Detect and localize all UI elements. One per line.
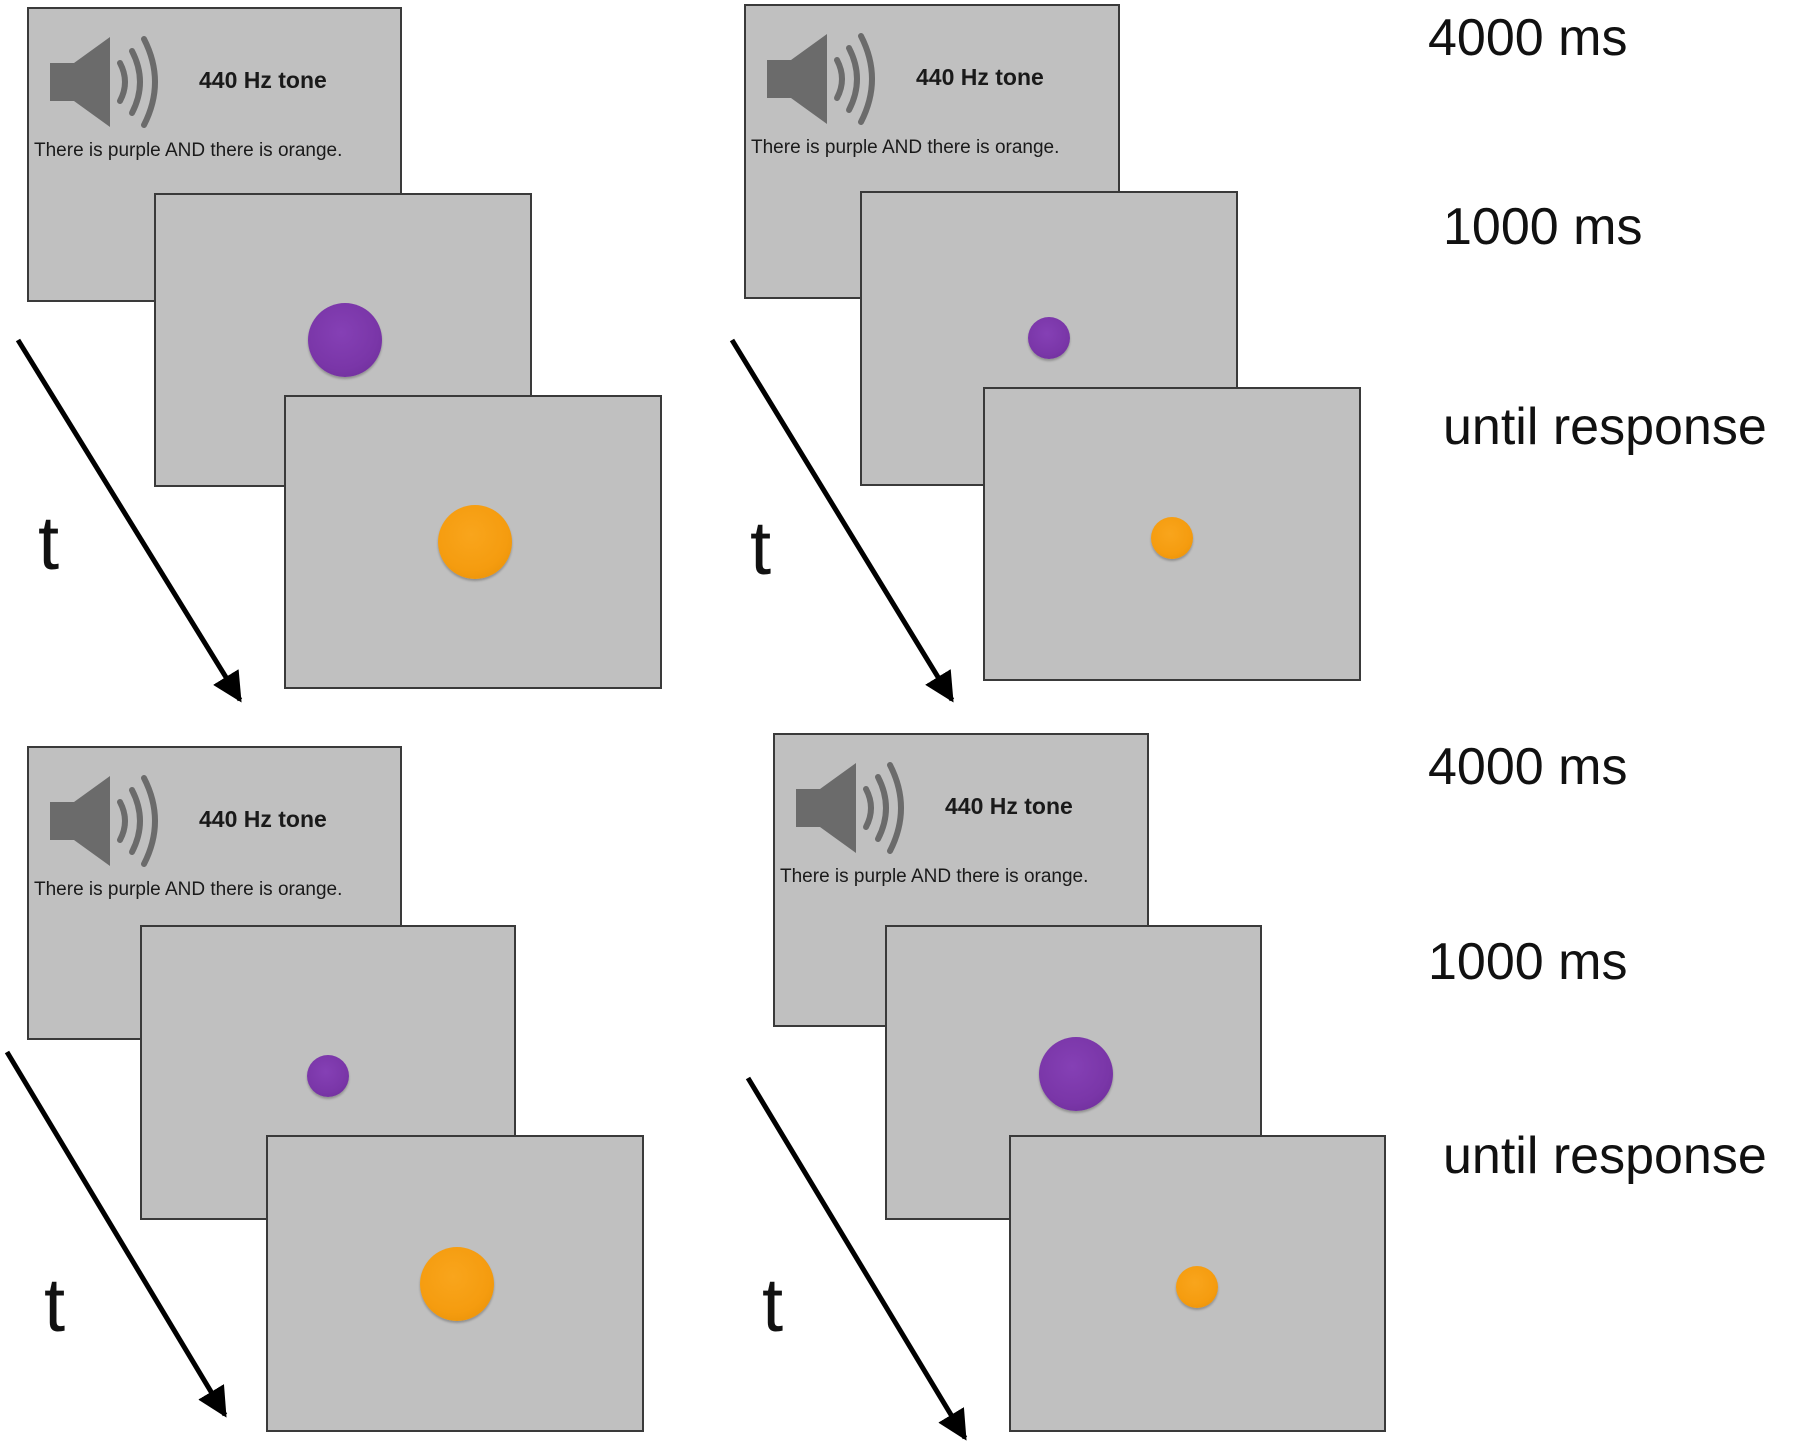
timing-first-stimulus: 1000 ms [1428, 933, 1628, 991]
time-axis-label: t [38, 501, 60, 586]
second-stimulus-screen [1009, 1135, 1386, 1432]
sentence-text: There is purple AND there is orange. [751, 137, 1060, 158]
second-stimulus-screen [983, 387, 1361, 681]
timing-sentence: 4000 ms [1428, 738, 1628, 796]
second-stimulus-screen [266, 1135, 644, 1432]
speaker-icon [50, 775, 158, 867]
time-axis-label: t [762, 1263, 784, 1348]
second-stimulus-screen [284, 395, 662, 689]
time-arrow [745, 1076, 968, 1441]
time-arrow [4, 1050, 228, 1418]
purple-dot [307, 1055, 349, 1097]
orange-dot [1151, 517, 1193, 559]
timing-second-stimulus: until response [1443, 1127, 1767, 1185]
tone-label: 440 Hz tone [199, 67, 327, 93]
purple-dot [1039, 1037, 1113, 1111]
sentence-text: There is purple AND there is orange. [780, 866, 1089, 887]
orange-dot [420, 1247, 494, 1321]
tone-label: 440 Hz tone [945, 793, 1073, 819]
timing-first-stimulus: 1000 ms [1443, 198, 1643, 256]
timing-second-stimulus: until response [1443, 398, 1767, 456]
tone-label: 440 Hz tone [916, 64, 1044, 90]
sentence-text: There is purple AND there is orange. [34, 879, 343, 900]
time-axis-label: t [750, 506, 772, 591]
purple-dot [308, 303, 382, 377]
sentence-text: There is purple AND there is orange. [34, 140, 343, 161]
tone-label: 440 Hz tone [199, 806, 327, 832]
orange-dot [438, 505, 512, 579]
speaker-icon [767, 33, 875, 125]
time-arrow [729, 338, 955, 703]
speaker-icon [50, 36, 158, 128]
orange-dot [1176, 1266, 1218, 1308]
timing-sentence: 4000 ms [1428, 9, 1628, 67]
time-axis-label: t [44, 1263, 66, 1348]
speaker-icon [796, 762, 904, 854]
time-arrow [15, 338, 243, 703]
purple-dot [1028, 317, 1070, 359]
